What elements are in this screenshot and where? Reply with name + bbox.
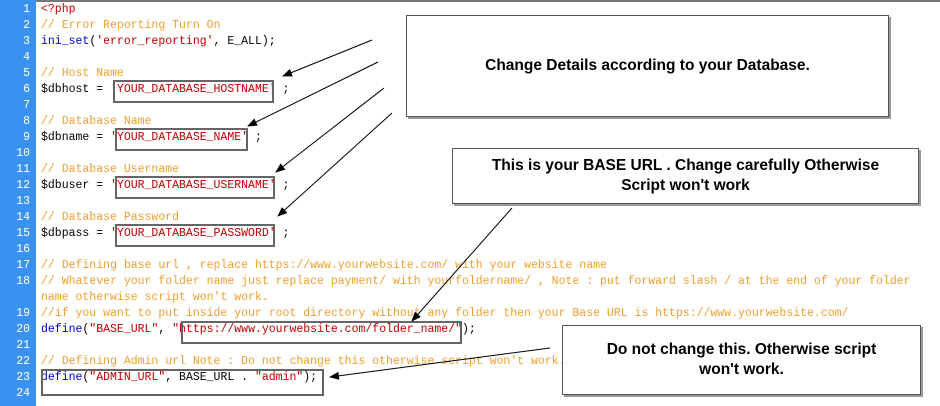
line-number: 19 bbox=[16, 307, 30, 320]
code-token: //if you want to put inside your root di… bbox=[41, 307, 849, 320]
line-number: 18 bbox=[16, 275, 30, 288]
arrow-to-username bbox=[275, 87, 385, 173]
highlight-password bbox=[115, 224, 275, 247]
code-token: // Error Reporting Turn On bbox=[41, 19, 221, 32]
line-number: 21 bbox=[16, 339, 30, 352]
code-token: define bbox=[41, 371, 83, 384]
code-line: $dbpass = 'YOUR_DATABASE_PASSWORD' ; bbox=[41, 226, 289, 242]
line-number: 13 bbox=[16, 195, 30, 208]
line-number: 14 bbox=[16, 211, 30, 224]
code-line: // Database Username bbox=[41, 162, 179, 178]
code-token: // Defining base url , replace https://w… bbox=[41, 259, 607, 272]
line-number: 7 bbox=[23, 99, 30, 112]
code-line: // Database Name bbox=[41, 114, 151, 130]
line-number: 11 bbox=[16, 163, 30, 176]
code-token: "BASE_URL" bbox=[89, 323, 159, 336]
code-token: ); bbox=[303, 371, 318, 384]
code-line: // Defining Admin url Note : Do not chan… bbox=[41, 354, 566, 370]
code-token: ; bbox=[275, 179, 290, 192]
line-number: 23 bbox=[16, 371, 30, 384]
code-token: ( bbox=[89, 35, 97, 48]
code-token: 'YOUR_DATABASE_NAME' bbox=[110, 131, 249, 144]
code-line: $dbuser = 'YOUR_DATABASE_USERNAME' ; bbox=[41, 178, 289, 194]
code-token: define bbox=[41, 323, 83, 336]
line-number: 4 bbox=[23, 51, 30, 64]
code-line: ini_set('error_reporting', E_ALL); bbox=[41, 34, 276, 50]
line-number: 6 bbox=[23, 83, 30, 96]
code-line: // Host Name bbox=[41, 66, 124, 82]
line-number: 3 bbox=[23, 35, 30, 48]
code-line: // Database Password bbox=[41, 210, 179, 226]
highlight-dbname bbox=[115, 128, 248, 151]
code-line: // Error Reporting Turn On bbox=[41, 18, 220, 34]
line-number: 9 bbox=[23, 131, 30, 144]
code-line: // Defining base url , replace https://w… bbox=[41, 258, 607, 274]
line-number: 10 bbox=[16, 147, 30, 160]
code-token: 'error_reporting' bbox=[96, 35, 214, 48]
line-number: 15 bbox=[16, 227, 30, 240]
line-number: 2 bbox=[23, 19, 30, 32]
highlight-base-url bbox=[181, 321, 462, 344]
code-line: //if you want to put inside your root di… bbox=[41, 306, 848, 322]
note-database: Change Details according to your Databas… bbox=[406, 15, 889, 117]
code-line: $dbname = 'YOUR_DATABASE_NAME' ; bbox=[41, 130, 262, 146]
line-number: 24 bbox=[16, 387, 30, 400]
arrow-to-hostname bbox=[282, 39, 373, 77]
arrow-to-base-url bbox=[411, 207, 513, 322]
code-token: , E_ALL); bbox=[213, 35, 276, 48]
code-token: <?php bbox=[41, 3, 76, 16]
code-token: "admin" bbox=[254, 371, 304, 384]
code-line: $dbhost = 'YOUR_DATABASE_HOSTNAME' ; bbox=[41, 82, 289, 98]
arrow-to-dbname bbox=[247, 61, 379, 127]
code-token: $dbuser = bbox=[41, 179, 111, 192]
code-line: // Whatever your folder name just replac… bbox=[41, 274, 911, 290]
code-token: 'YOUR_DATABASE_HOSTNAME' bbox=[110, 83, 276, 96]
code-token: "https://www.yourwebsite.com/folder_name… bbox=[172, 323, 463, 336]
line-number: 17 bbox=[16, 259, 30, 272]
editor-top-border bbox=[0, 0, 940, 2]
code-token: $dbhost = bbox=[41, 83, 111, 96]
code-token: , bbox=[158, 323, 173, 336]
code-token: 'YOUR_DATABASE_PASSWORD' bbox=[110, 227, 276, 240]
code-token: $dbname = bbox=[41, 131, 111, 144]
code-token: ; bbox=[248, 131, 262, 144]
code-token: $dbpass = bbox=[41, 227, 111, 240]
line-number: 22 bbox=[16, 355, 30, 368]
note-admin-url: Do not change this. Otherwise script won… bbox=[562, 325, 921, 395]
code-token: ; bbox=[275, 227, 290, 240]
line-number: 1 bbox=[23, 3, 30, 16]
code-token: // Whatever your folder name just replac… bbox=[41, 275, 911, 288]
line-number: 8 bbox=[23, 115, 30, 128]
code-token: ( bbox=[82, 371, 90, 384]
code-token: 'YOUR_DATABASE_USERNAME' bbox=[110, 179, 276, 192]
code-token: // Database Name bbox=[41, 115, 152, 128]
code-token: ini_set bbox=[41, 35, 90, 48]
highlight-admin-url bbox=[41, 369, 324, 396]
line-number: 20 bbox=[16, 323, 30, 336]
line-number: 12 bbox=[16, 179, 30, 192]
note-base-url: This is your BASE URL . Change carefully… bbox=[452, 148, 919, 204]
code-line: name otherwise script won't work. bbox=[41, 290, 269, 306]
code-token: // Defining Admin url Note : Do not chan… bbox=[41, 355, 566, 368]
code-token: // Database Password bbox=[41, 211, 180, 224]
highlight-hostname bbox=[113, 80, 274, 103]
code-token: name otherwise script won't work. bbox=[41, 291, 269, 304]
code-token: "ADMIN_URL" bbox=[89, 371, 166, 384]
arrow-to-admin-url bbox=[329, 347, 551, 380]
code-line: <?php bbox=[41, 2, 76, 18]
highlight-username bbox=[115, 176, 275, 199]
code-token: // Database Username bbox=[41, 163, 180, 176]
line-number: 5 bbox=[23, 67, 30, 80]
arrow-to-password bbox=[277, 112, 393, 217]
code-token: ; bbox=[275, 83, 290, 96]
line-number: 16 bbox=[16, 243, 30, 256]
code-token: ( bbox=[82, 323, 90, 336]
code-token: // Host Name bbox=[41, 67, 124, 80]
code-line: define("BASE_URL", "https://www.yourwebs… bbox=[41, 322, 476, 338]
code-token: , BASE_URL . bbox=[165, 371, 255, 384]
code-token: ); bbox=[462, 323, 476, 336]
code-line: define("ADMIN_URL", BASE_URL . "admin"); bbox=[41, 370, 317, 386]
